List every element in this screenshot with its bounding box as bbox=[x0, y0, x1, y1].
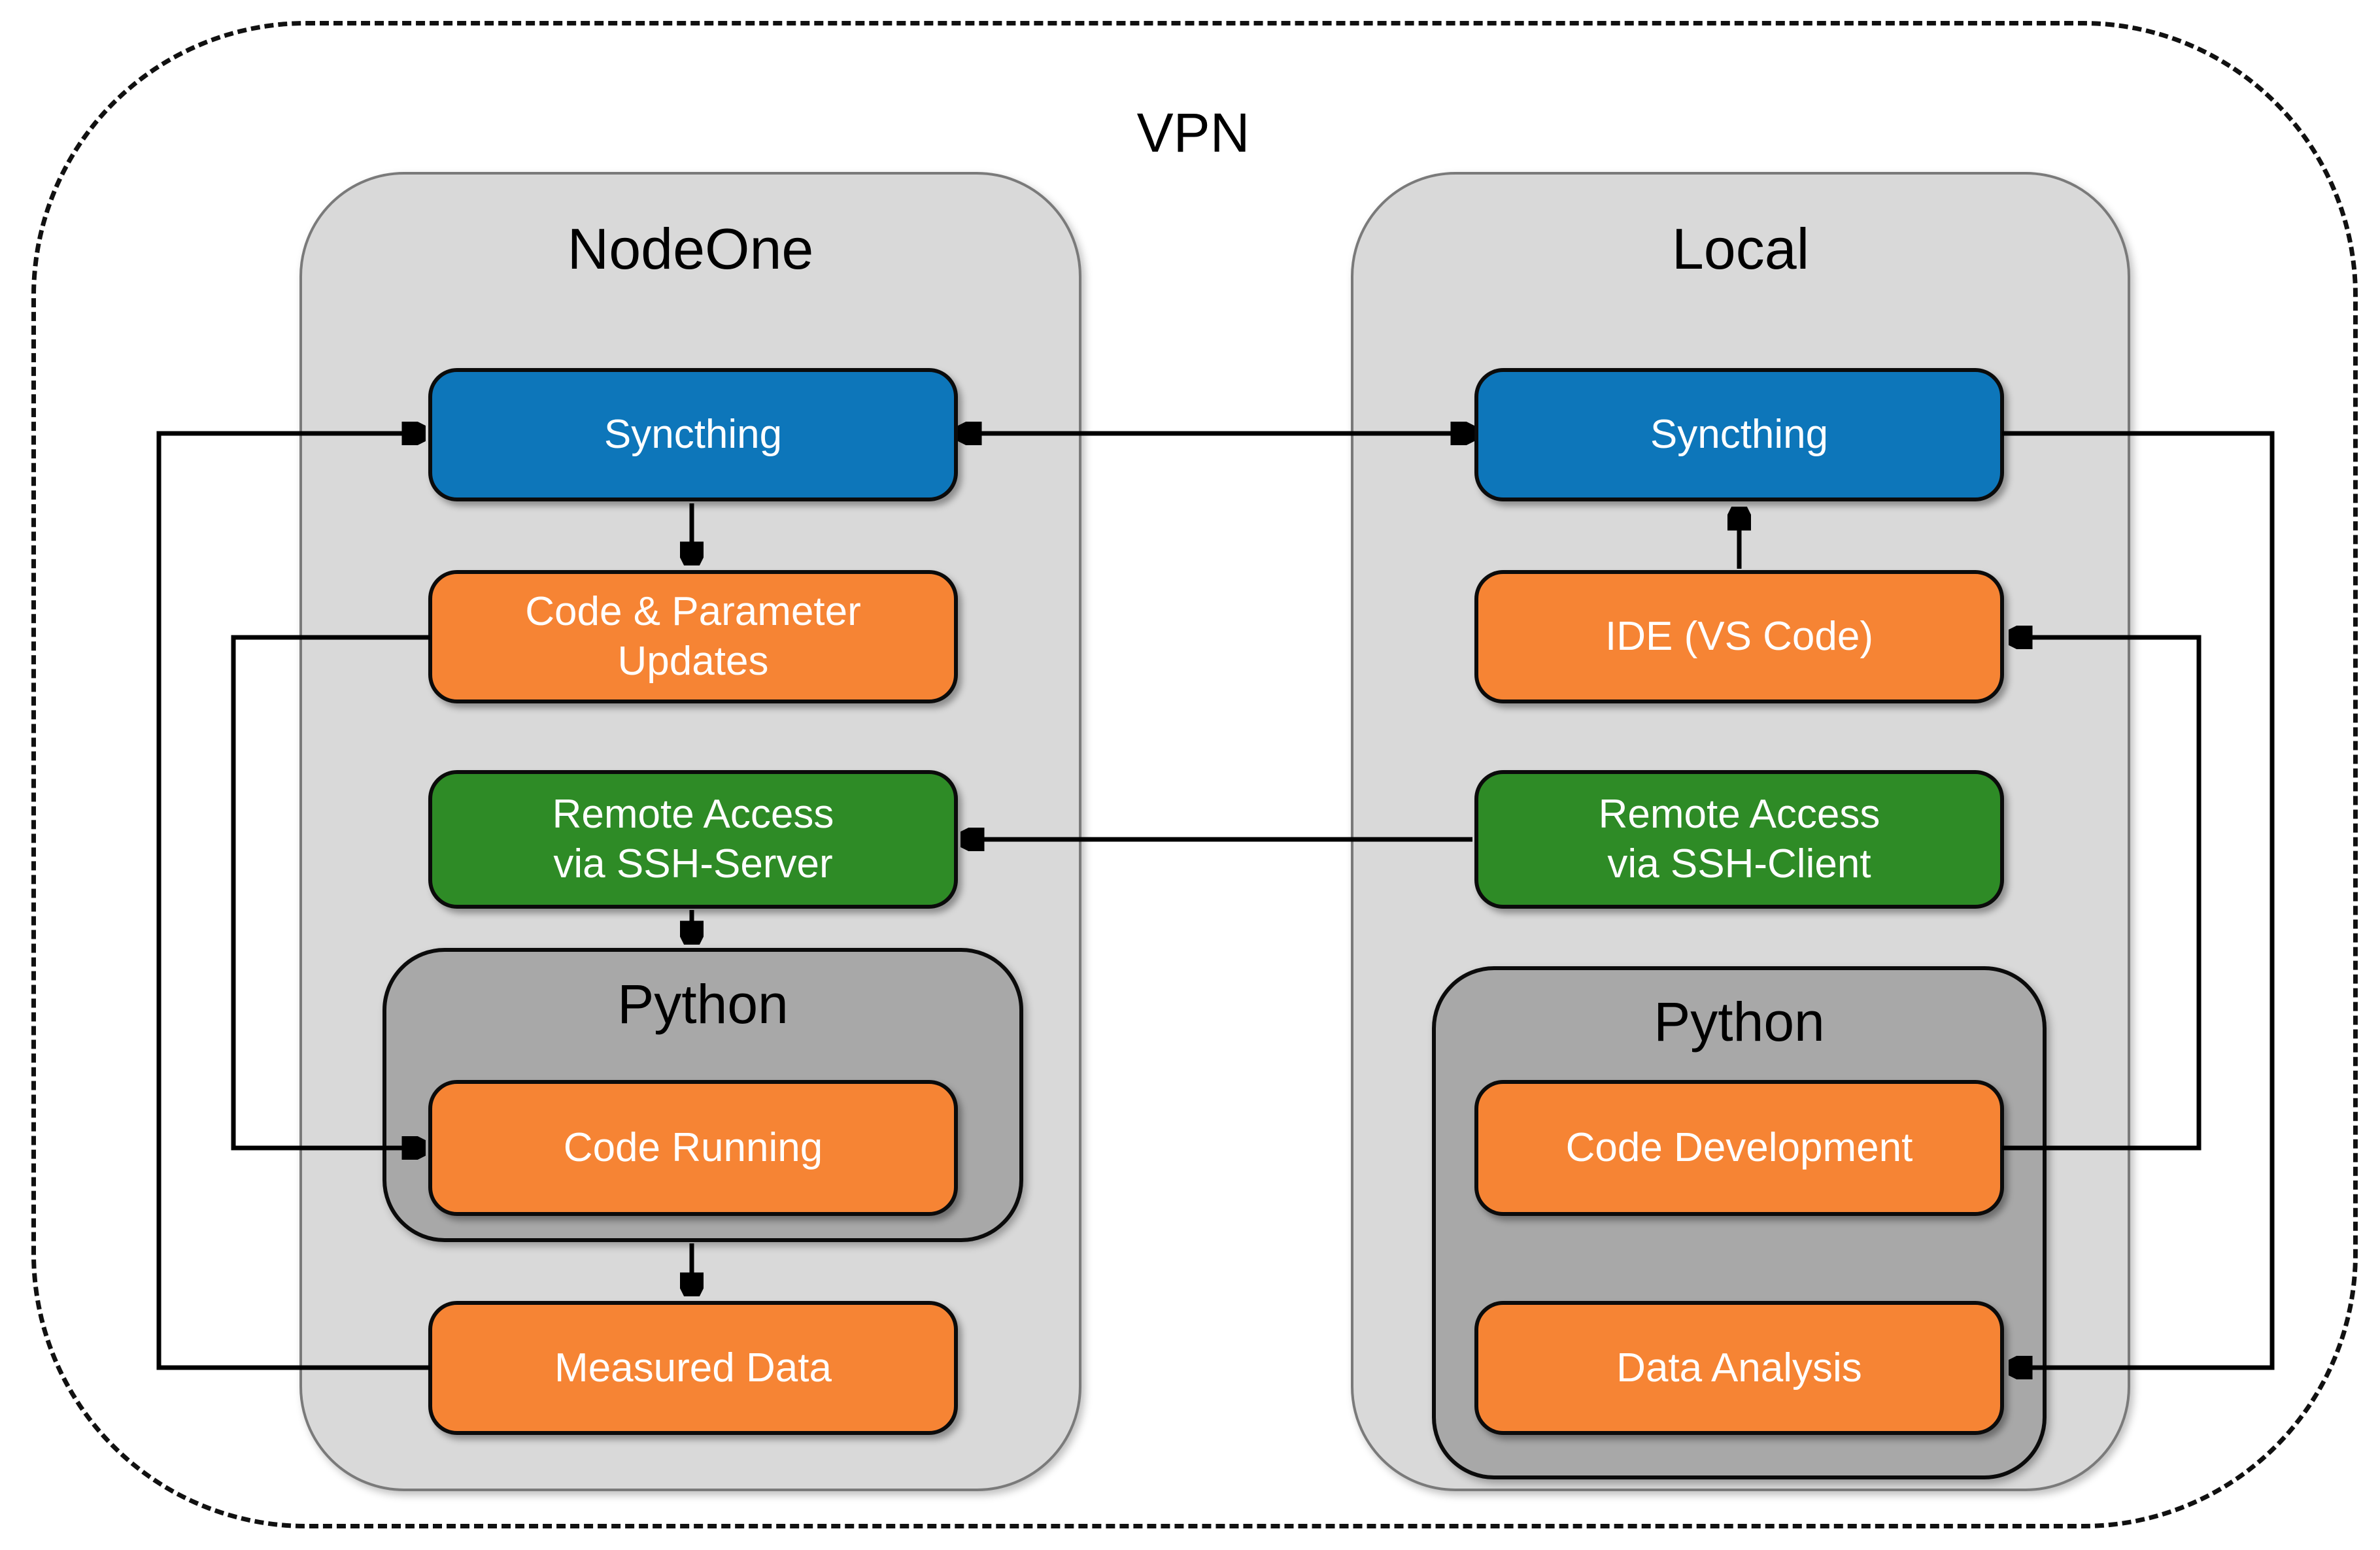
local-python-title: Python bbox=[1654, 991, 1825, 1053]
nodeone-measured-data-box: Measured Data bbox=[428, 1301, 958, 1435]
local-data-analysis-box: Data Analysis bbox=[1474, 1301, 2004, 1435]
local-code-development-box: Code Development bbox=[1474, 1080, 2004, 1216]
nodeone-python-title: Python bbox=[617, 973, 789, 1035]
local-syncthing-box: Syncthing bbox=[1474, 368, 2004, 501]
nodeone-code-parameter-updates-box: Code & Parameter Updates bbox=[428, 570, 958, 703]
nodeone-code-running-box: Code Running bbox=[428, 1080, 958, 1216]
local-ide-vscode-box: IDE (VS Code) bbox=[1474, 570, 2004, 703]
vpn-boundary-dashed-border bbox=[31, 21, 2358, 1528]
local-title: Local bbox=[1671, 216, 1810, 281]
nodeone-ssh-server-box: Remote Access via SSH-Server bbox=[428, 770, 958, 909]
nodeone-title: NodeOne bbox=[567, 216, 814, 281]
vpn-title: VPN bbox=[1136, 102, 1250, 163]
local-ssh-client-box: Remote Access via SSH-Client bbox=[1474, 770, 2004, 909]
nodeone-syncthing-box: Syncthing bbox=[428, 368, 958, 501]
